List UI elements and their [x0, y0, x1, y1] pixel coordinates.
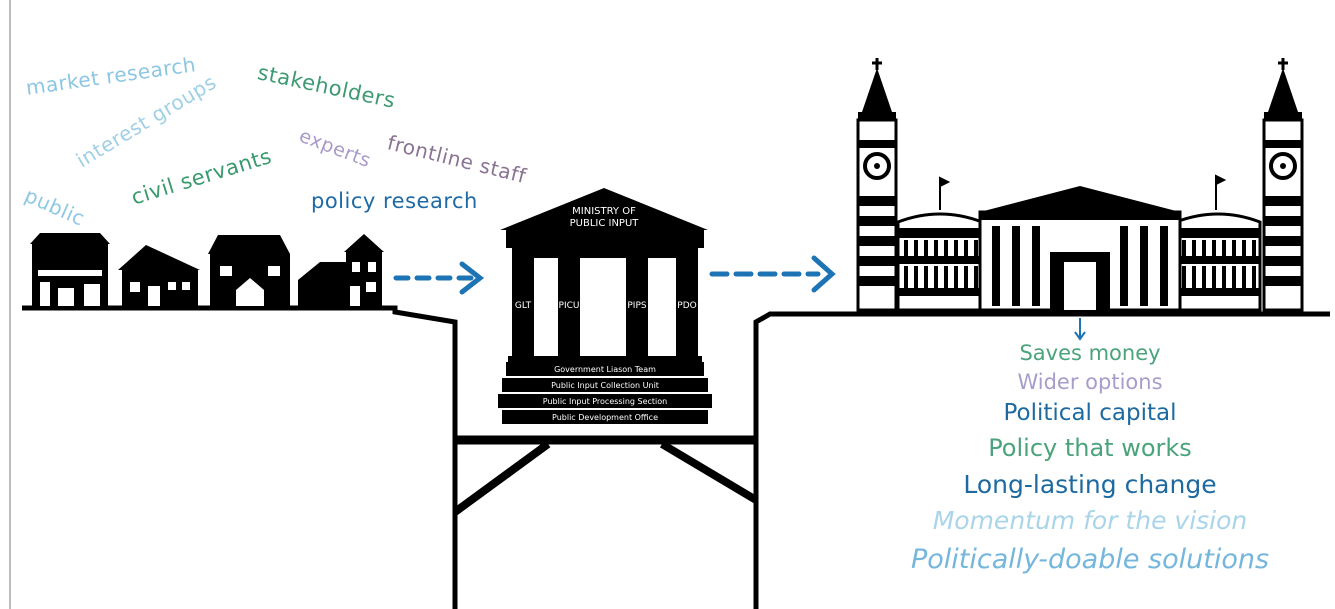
benefit-wider-options: Wider options: [1017, 370, 1163, 394]
flags: [939, 174, 1227, 210]
house-4: [298, 234, 384, 306]
pillar-label-pdo: PDO: [677, 301, 696, 311]
bridge-scaffold: [452, 435, 759, 516]
down-arrow: [1074, 318, 1086, 341]
pillar-pdo: [676, 258, 698, 358]
pillar-label-picu: PICU: [559, 301, 580, 311]
parliament-building: [856, 58, 1304, 312]
pillar-picu: [558, 258, 580, 358]
pillar-label-glt: GLT: [515, 301, 532, 311]
pillar-glt: [512, 258, 534, 358]
arrow-houses-to-ministry: [393, 261, 485, 295]
benefit-politically-doable: Politically-doable solutions: [910, 544, 1270, 575]
benefit-long-lasting-change: Long-lasting change: [963, 470, 1217, 499]
step-label-picu: Public Input Collection Unit: [551, 381, 659, 390]
tower-right: [1262, 58, 1304, 312]
house-3: [208, 235, 290, 306]
ministry-roof: [500, 188, 708, 230]
pillar-label-pips: PIPS: [627, 301, 647, 311]
benefit-policy-that-works: Policy that works: [988, 434, 1192, 462]
ministry-building: MINISTRY OF PUBLIC INPUT GLT PICU PIPS P…: [498, 188, 712, 424]
house-1: [30, 233, 110, 306]
benefit-momentum: Momentum for the vision: [932, 506, 1248, 535]
central-portico: [978, 186, 1182, 312]
ground-right: [753, 311, 1330, 609]
wing-right: [1174, 212, 1262, 312]
word-policy-research: policy research: [311, 189, 478, 213]
benefit-saves-money: Saves money: [1019, 341, 1161, 365]
step-label-pips: Public Input Processing Section: [543, 397, 667, 406]
pillar-pips: [626, 258, 648, 358]
arrow-ministry-to-parliament: [709, 255, 836, 293]
tower-left: [856, 58, 898, 312]
ministry-title-line1: MINISTRY OF: [572, 206, 636, 217]
step-label-glt: Government Liason Team: [554, 365, 656, 374]
ministry-title-line2: PUBLIC INPUT: [570, 218, 640, 229]
wing-left: [896, 212, 984, 312]
houses: [30, 233, 384, 306]
house-2: [118, 245, 200, 306]
ground-left: [22, 305, 458, 609]
step-label-pdo: Public Development Office: [552, 413, 658, 422]
benefit-political-capital: Political capital: [1003, 400, 1177, 426]
